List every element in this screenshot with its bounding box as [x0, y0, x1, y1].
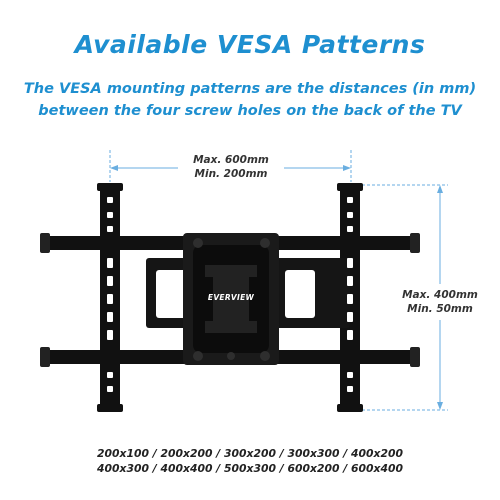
vertical-dimension-indicator — [352, 184, 448, 411]
vesa-pattern-list: 200x100 / 200x200 / 300x200 / 300x300 / … — [0, 446, 500, 476]
vertical-min-label: Min. 50mm — [407, 303, 473, 315]
screw-holes — [107, 197, 353, 392]
page-title: Available VESA Patterns — [74, 30, 426, 59]
horizontal-min-label: Min. 200mm — [194, 168, 268, 180]
description: The VESA mounting patterns are the dista… — [0, 78, 500, 122]
vesa-pattern-line-1: 200x100 / 200x200 / 300x200 / 300x300 / … — [96, 447, 404, 460]
description-line-1: The VESA mounting patterns are the dista… — [23, 81, 477, 97]
horizontal-dimension-label: Max. 600mm Min. 200mm — [180, 153, 282, 181]
horizontal-max-label: Max. 600mm — [193, 154, 269, 166]
horizontal-dimension-indicator — [109, 150, 352, 182]
vertical-dimension-label: Max. 400mm Min. 50mm — [392, 288, 488, 316]
description-line-2: between the four screw holes on the back… — [38, 103, 462, 119]
wall-plate-bolts — [193, 238, 270, 361]
brand-logo: EVERVIEW — [207, 293, 255, 302]
vesa-pattern-line-2: 400x300 / 400x400 / 500x300 / 600x200 / … — [96, 462, 404, 475]
vertical-max-label: Max. 400mm — [402, 289, 478, 301]
